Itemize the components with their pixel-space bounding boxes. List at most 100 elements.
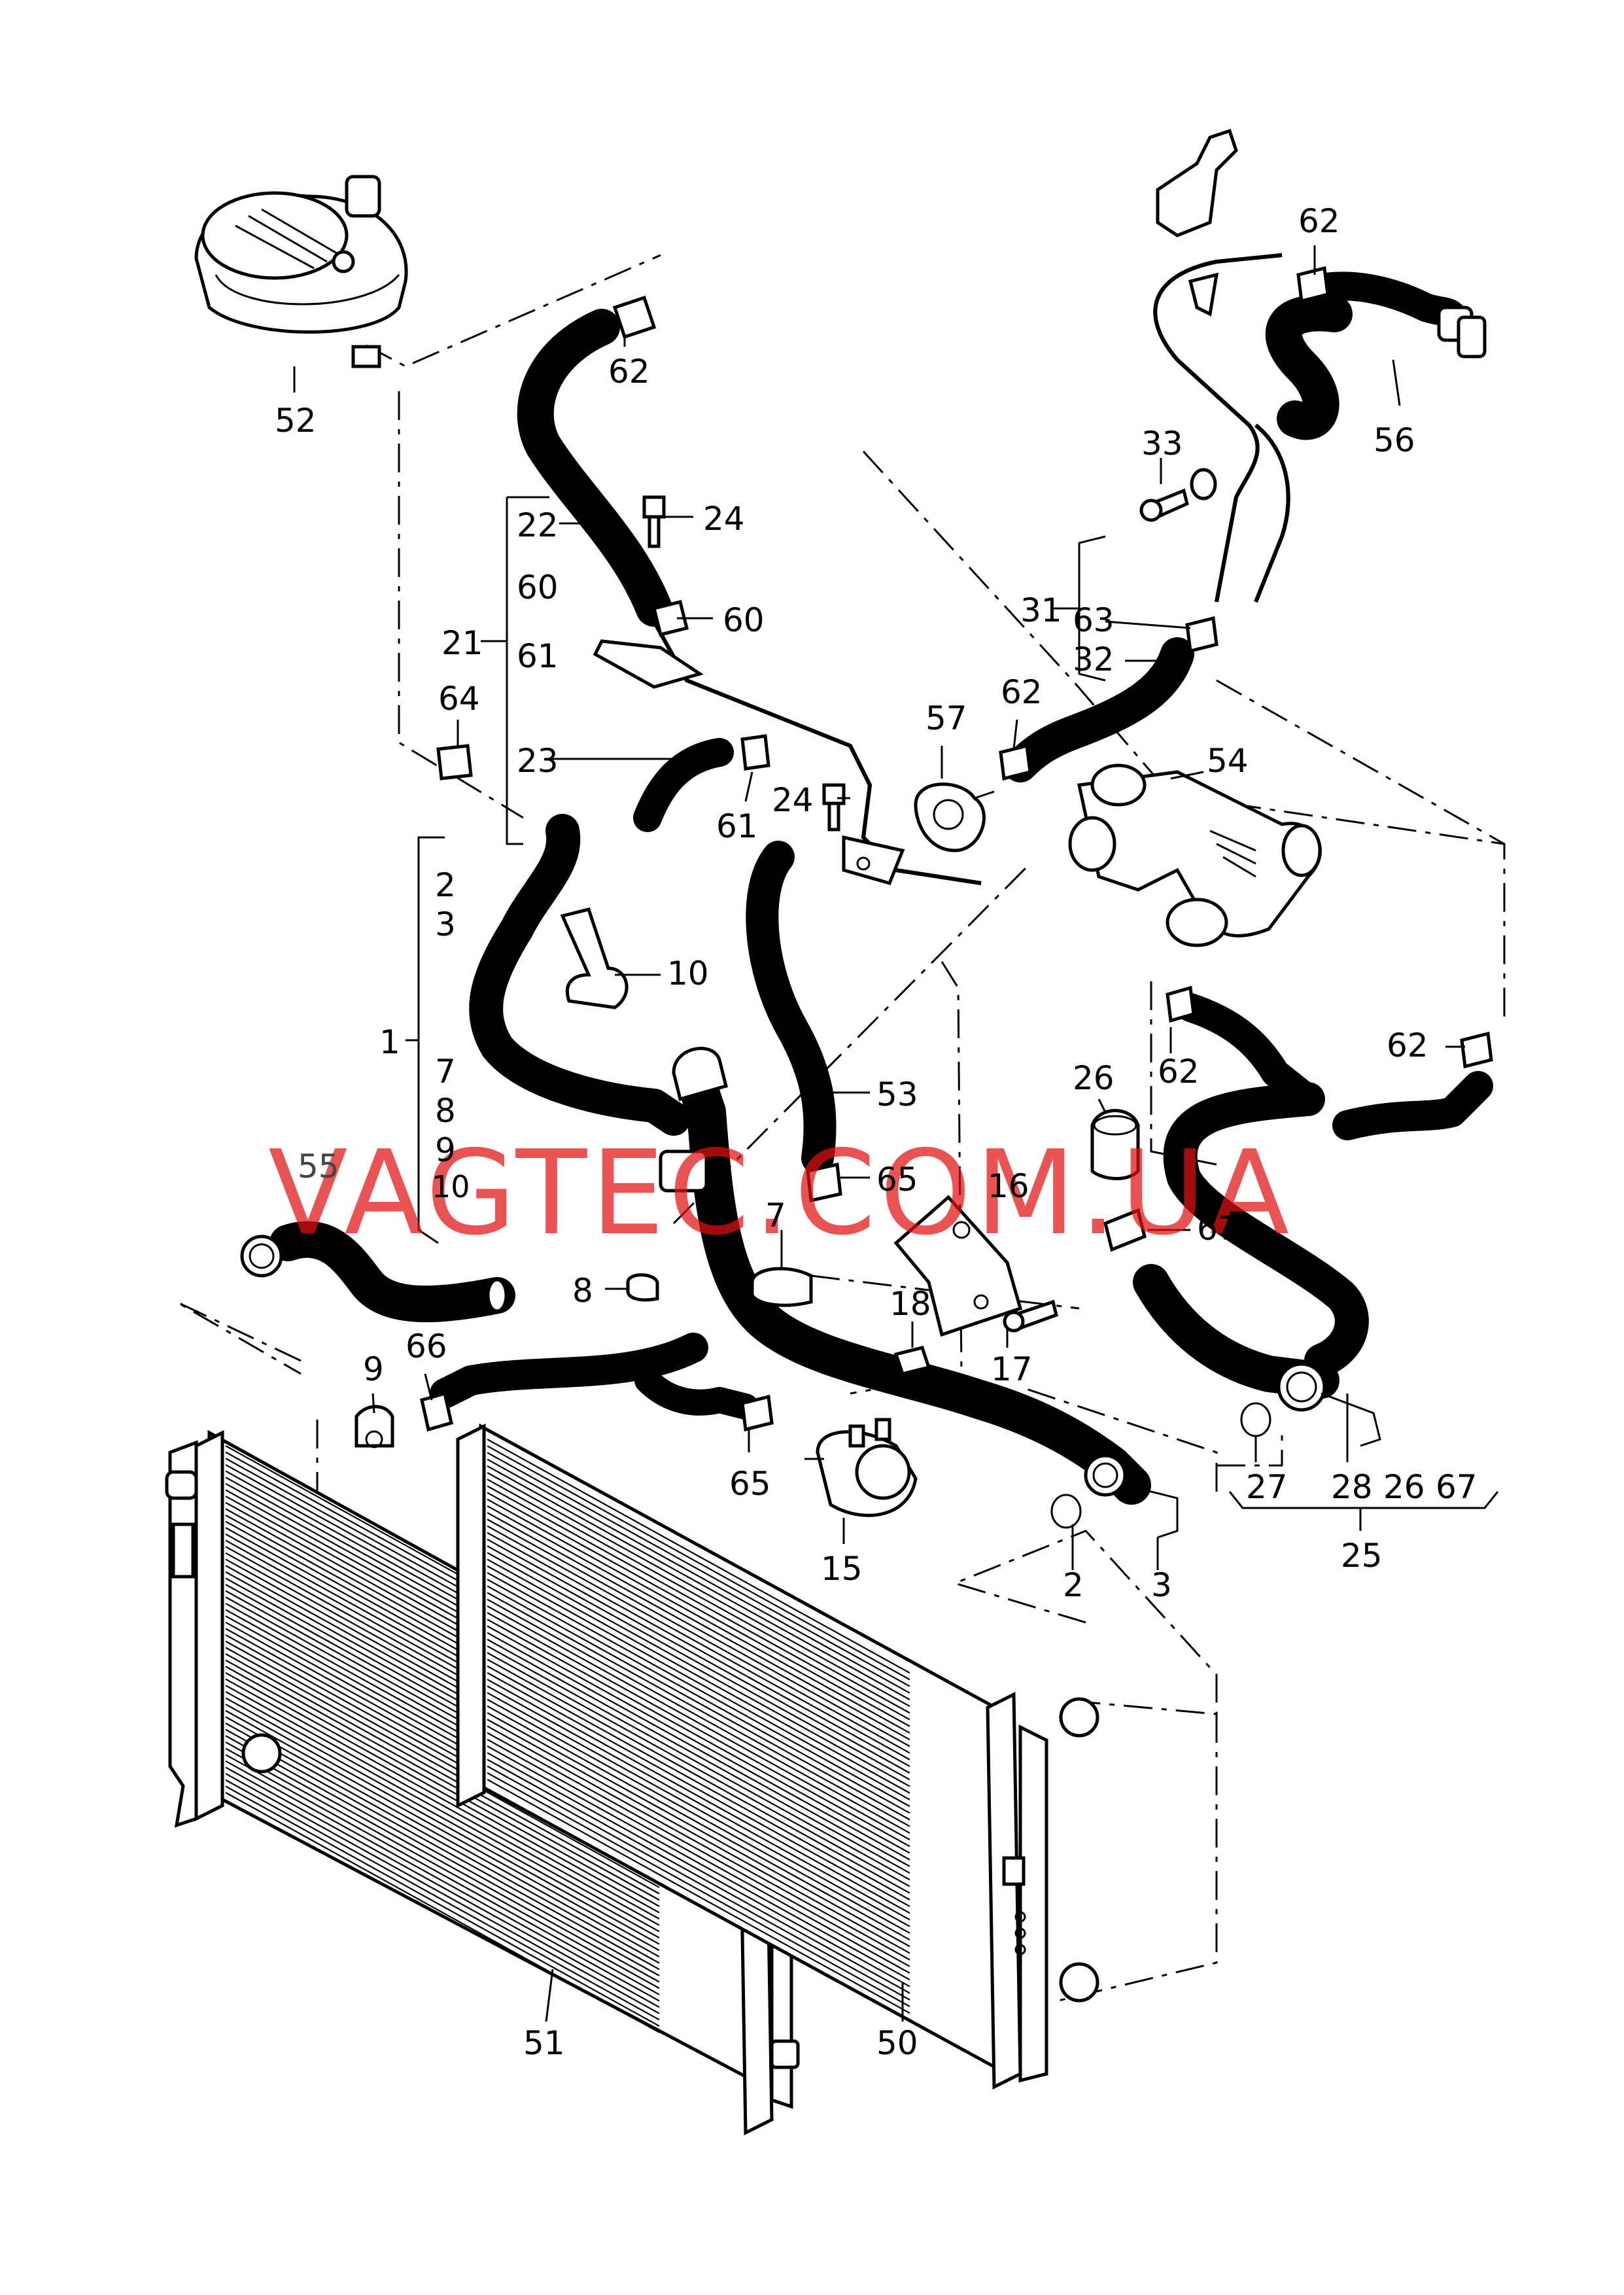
hose-clamp-61[interactable]	[740, 734, 770, 771]
callout-2: 2	[1063, 1566, 1084, 1604]
hose-23[interactable]	[633, 738, 734, 832]
callout-7: 7	[765, 1197, 786, 1235]
holder-7[interactable]	[750, 1267, 813, 1307]
callout-55: 55	[298, 1148, 339, 1185]
coolant-pipe-31[interactable]	[1153, 128, 1290, 603]
bolt-24-upper[interactable]	[642, 495, 666, 548]
sensor-57[interactable]	[914, 782, 995, 852]
callout-65: 65	[876, 1161, 918, 1199]
callout-32: 32	[1073, 640, 1114, 678]
callout-61: 61	[517, 637, 559, 675]
callout-23: 23	[517, 742, 559, 780]
callout-66: 66	[406, 1327, 447, 1365]
hose-clamp-65-lower[interactable]	[740, 1394, 774, 1432]
holder-10-upper[interactable]	[560, 907, 629, 1009]
callout-62: 62	[1158, 1053, 1200, 1091]
hose-53[interactable]	[746, 841, 837, 1174]
callout-56: 56	[1373, 421, 1415, 459]
leader-lines	[293, 245, 1499, 2022]
hose-1[interactable]	[659, 1047, 1151, 1505]
hose-clamp-64[interactable]	[436, 744, 473, 780]
callout-17: 17	[991, 1350, 1033, 1388]
callout-52: 52	[275, 402, 317, 440]
seal-27[interactable]	[1240, 1402, 1271, 1437]
callout-9: 9	[363, 1350, 384, 1388]
callout-53: 53	[876, 1076, 918, 1113]
callout-labels: 52 62 22 24 60 21 61 60 64 23 61 24 2 3 …	[275, 202, 1477, 2062]
callout-64: 64	[438, 680, 480, 718]
hose-2[interactable]	[469, 814, 691, 1136]
radiator-50[interactable]	[456, 1423, 1099, 2090]
coupling-9[interactable]	[354, 1405, 394, 1448]
callout-22: 22	[517, 506, 559, 544]
callout-10: 10	[432, 1169, 470, 1204]
hose-1-branch[interactable]	[430, 1333, 759, 1420]
connector-26[interactable]	[1090, 1109, 1140, 1181]
coolant-pipe-21[interactable]	[593, 620, 982, 886]
callout-31: 31	[1020, 591, 1062, 629]
callout-65: 65	[729, 1465, 771, 1503]
callout-27: 27	[1246, 1468, 1288, 1506]
hose-clamp-62-right-top[interactable]	[1296, 266, 1330, 304]
hose-end-3[interactable]	[1084, 1454, 1179, 1539]
callout-2: 2	[435, 866, 456, 904]
callout-1: 1	[379, 1023, 400, 1061]
callout-24: 24	[703, 500, 745, 538]
hose-clamp-60[interactable]	[651, 599, 689, 637]
hose-32[interactable]	[1003, 637, 1194, 782]
callout-63: 63	[1073, 601, 1114, 639]
clamp-67[interactable]	[1103, 1208, 1147, 1252]
hose-clamp-62-mid[interactable]	[999, 743, 1032, 781]
bracket-16[interactable]	[893, 1195, 1023, 1337]
hose-25[interactable]	[1133, 993, 1493, 1447]
radiator-50-fins	[487, 1439, 910, 2014]
callout-67: 67	[1197, 1210, 1239, 1248]
hose-clamp-66[interactable]	[420, 1391, 453, 1432]
hose-clamp-62-right-a[interactable]	[1166, 985, 1196, 1023]
callout-8: 8	[572, 1272, 593, 1310]
callout-26: 26	[1073, 1059, 1114, 1097]
callout-3: 3	[435, 905, 456, 943]
hose-clamp-65-upper[interactable]	[806, 1162, 842, 1203]
coolant-pump-15[interactable]	[804, 1418, 918, 1517]
callout-61: 61	[716, 807, 758, 845]
callout-10: 10	[667, 955, 709, 992]
callout-60: 60	[723, 601, 765, 639]
hose-clamp-62-top[interactable]	[612, 295, 657, 340]
callout-21: 21	[441, 624, 483, 662]
hose-55[interactable]	[240, 1221, 515, 1323]
callout-8: 8	[435, 1092, 456, 1130]
callout-60: 60	[517, 569, 559, 606]
callout-57: 57	[925, 699, 967, 737]
callout-25: 25	[1341, 1537, 1383, 1575]
expansion-tank-52[interactable]	[194, 175, 408, 368]
hose-clamp-63[interactable]	[1185, 616, 1218, 654]
callout-26: 26	[1383, 1468, 1425, 1506]
bolt-17[interactable]	[1003, 1299, 1058, 1333]
callout-7: 7	[435, 1053, 456, 1091]
callout-50: 50	[876, 2024, 918, 2062]
watermark-text: VAGTEC.COM.UA	[268, 1125, 1293, 1261]
callout-9: 9	[435, 1131, 456, 1169]
bolt-33[interactable]	[1139, 468, 1217, 522]
callout-15: 15	[821, 1550, 863, 1588]
callout-62: 62	[1387, 1026, 1428, 1064]
hose-22[interactable]	[517, 309, 672, 627]
bolt-24-lower[interactable]	[822, 783, 846, 832]
callout-51: 51	[523, 2024, 565, 2062]
hose-clamp-62-right-b[interactable]	[1460, 1031, 1493, 1069]
clip-8[interactable]	[626, 1273, 659, 1302]
callout-28: 28	[1331, 1468, 1373, 1506]
thermostat-housing-54[interactable]	[1068, 763, 1322, 947]
callout-24: 24	[772, 781, 814, 819]
callout-67: 67	[1436, 1468, 1477, 1506]
clip-18[interactable]	[893, 1346, 931, 1376]
callout-18: 18	[890, 1285, 931, 1323]
callout-62: 62	[1001, 673, 1043, 711]
callout-62: 62	[608, 353, 650, 391]
seal-2[interactable]	[1050, 1494, 1082, 1529]
hose-56[interactable]	[1265, 272, 1487, 440]
callout-33: 33	[1141, 425, 1183, 463]
callout-3: 3	[1151, 1566, 1172, 1604]
